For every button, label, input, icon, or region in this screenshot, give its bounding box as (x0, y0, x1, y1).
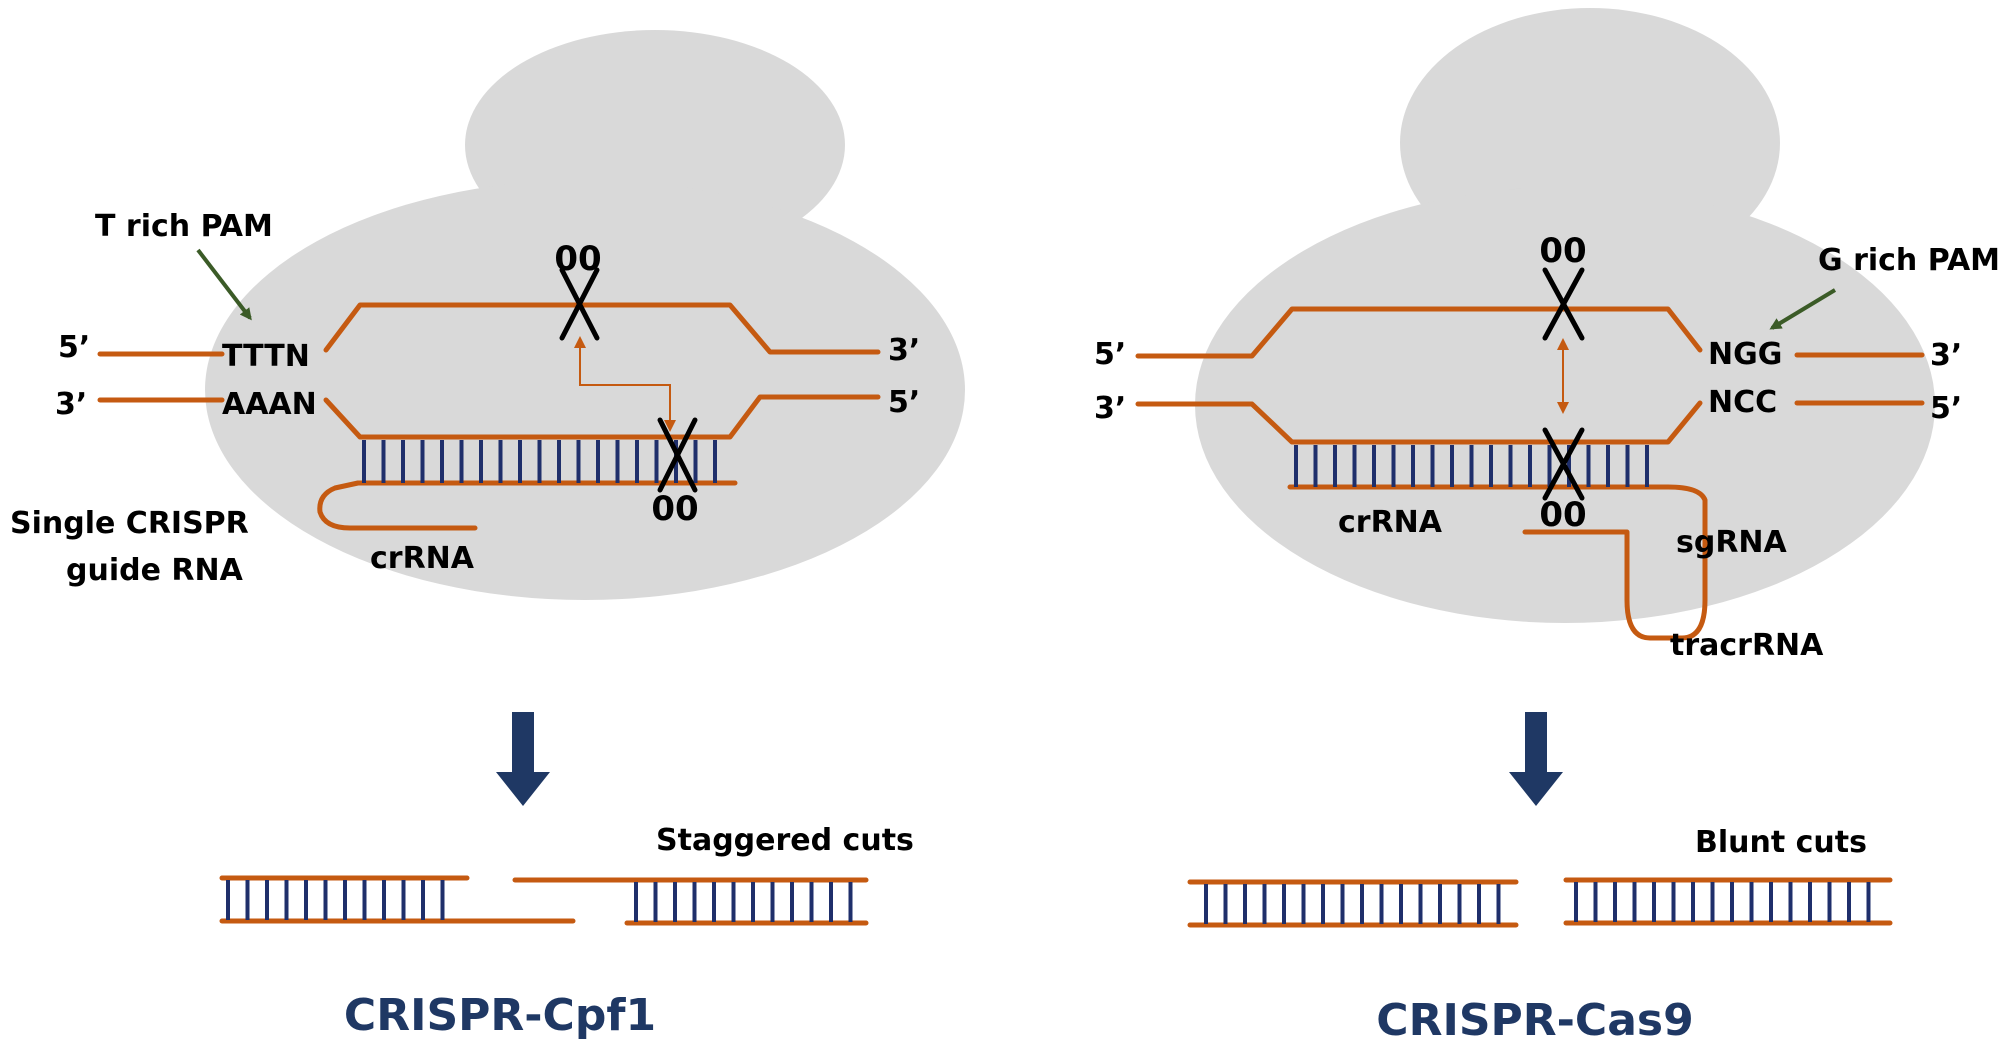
cpf1-pam-arrow (196, 248, 252, 321)
cas9-pam-label: G rich PAM (1818, 243, 2000, 278)
cas9-scissor-top-label: 00 (1539, 231, 1586, 271)
cpf1-down-arrow-icon (496, 712, 550, 806)
cpf1-pam-bottom-seq: AAAN (222, 387, 317, 422)
cpf1-top-strand (323, 302, 881, 355)
cpf1-guide-label-line2: guide RNA (66, 553, 244, 588)
cpf1-bottom-strand (323, 394, 881, 440)
cpf1-three-prime-right: 3’ (888, 333, 920, 368)
cas9-top-strand (1135, 306, 1703, 359)
cas9-five-prime-right: 5’ (1930, 391, 1962, 426)
cas9-down-arrow-icon (1509, 712, 1563, 806)
cas9-tracrrna-label: tracrRNA (1670, 628, 1824, 663)
cas9-title: CRISPR-Cas9 (1376, 995, 1693, 1046)
cas9-cut-label: Blunt cuts (1695, 825, 1867, 860)
cpf1-five-prime-right: 5’ (888, 385, 920, 420)
cpf1-guide-loop (317, 480, 478, 531)
cpf1-crrna-label: crRNA (370, 541, 475, 576)
cas9-pam-bottom-seq: NCC (1708, 385, 1777, 420)
cas9-cut-fragment-left (1187, 879, 1519, 928)
cas9-panel: 00 00 G rich PAM 5’ 3’ NGG NCC 3’ 5’ crR… (1094, 8, 2000, 1046)
cpf1-five-prime-left: 5’ (58, 330, 90, 365)
cas9-scissor-bottom-label: 00 (1539, 495, 1586, 535)
cpf1-guide-label-line1: Single CRISPR (10, 506, 249, 541)
cpf1-panel: 00 00 T rich PAM 5’ 3’ TTTN AAAN 3’ 5’ S… (10, 30, 965, 1041)
cpf1-cut-label: Staggered cuts (656, 823, 914, 858)
cas9-sgrna-label: sgRNA (1676, 525, 1788, 560)
cas9-scissors-top-icon: 00 (1539, 231, 1587, 341)
cpf1-scissors-bottom-icon: 00 (651, 417, 699, 529)
cas9-three-prime-left: 3’ (1094, 391, 1126, 426)
cas9-three-prime-right: 3’ (1930, 338, 1962, 373)
cas9-pam-arrow (1769, 288, 1837, 330)
cpf1-scissor-top-label: 00 (554, 239, 601, 279)
cas9-sgrna-strand (1287, 484, 1708, 641)
cpf1-scissor-bottom-label: 00 (651, 489, 698, 529)
cpf1-scissors-top-icon: 00 (554, 239, 602, 341)
cpf1-three-prime-left: 3’ (55, 387, 87, 422)
cpf1-cut-fragment-right (512, 877, 869, 926)
cpf1-cut-fragment-left (219, 875, 576, 924)
cas9-cut-fragment-right (1563, 877, 1893, 926)
cas9-crrna-label: crRNA (1338, 505, 1443, 540)
cas9-five-prime-left: 5’ (1094, 337, 1126, 372)
cas9-basepairs (1294, 445, 1649, 487)
cpf1-pam-label: T rich PAM (95, 209, 273, 244)
cas9-bottom-strand (1135, 400, 1703, 445)
cas9-scissors-bottom-icon: 00 (1539, 427, 1587, 535)
cpf1-pam-top-seq: TTTN (222, 339, 310, 374)
cpf1-basepairs (362, 440, 717, 483)
cpf1-cut-link-arrow (574, 336, 676, 432)
cpf1-title: CRISPR-Cpf1 (344, 990, 656, 1041)
cas9-pam-top-seq: NGG (1708, 337, 1782, 372)
